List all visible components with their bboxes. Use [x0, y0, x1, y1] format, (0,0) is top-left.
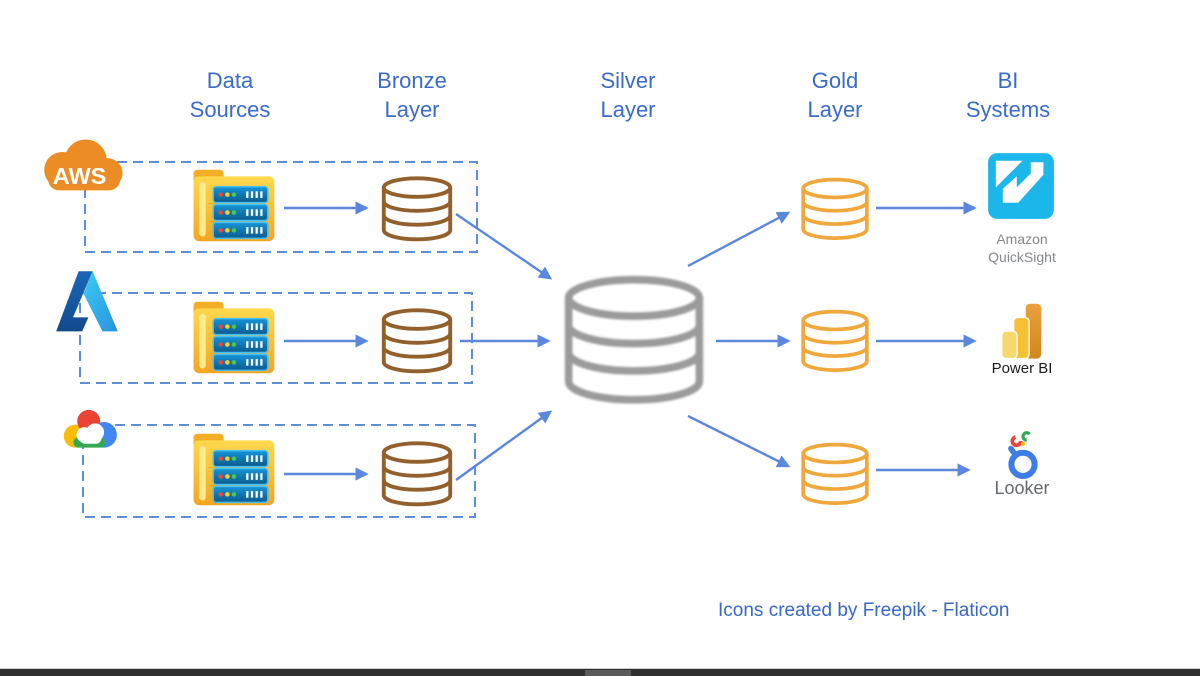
header-line: Systems: [965, 97, 1051, 122]
header-line: Layer: [384, 97, 440, 122]
flow-arrow: [455, 213, 553, 280]
quicksight-label-line2: QuickSight: [988, 249, 1056, 265]
icon-credit-text: Icons created by Freepik - Flaticon: [718, 600, 1010, 621]
bronze-database-icon: [378, 308, 456, 376]
folder-server-icon: [186, 165, 280, 245]
header-bronze-layer: Bronze Layer: [327, 66, 497, 124]
powerbi-icon: [1000, 302, 1048, 362]
powerbi-label: Power BI: [962, 360, 1082, 378]
bronze-database-icon: [378, 441, 456, 509]
azure-icon: [52, 266, 122, 338]
silver-database-icon: [558, 274, 710, 410]
looker-icon: [1000, 430, 1046, 482]
header-line: Gold: [811, 68, 859, 93]
header-line: Layer: [807, 97, 863, 122]
bottom-window-bar: [0, 668, 1200, 676]
quicksight-icon: [986, 151, 1056, 221]
header-line: Layer: [600, 97, 656, 122]
header-line: BI: [997, 68, 1019, 93]
gold-database-icon: [798, 309, 872, 375]
looker-label: Looker: [962, 479, 1082, 497]
folder-server-icon: [186, 429, 280, 509]
flow-arrow: [455, 410, 553, 481]
quicksight-label-line1: Amazon: [996, 231, 1048, 247]
aws-cloud-icon: AWS: [34, 136, 128, 204]
header-bi-systems: BI Systems: [923, 66, 1093, 124]
quicksight-label: Amazon QuickSight: [956, 230, 1088, 266]
header-gold-layer: Gold Layer: [750, 66, 920, 124]
header-line: Silver: [600, 68, 656, 93]
gold-database-icon: [798, 177, 872, 243]
header-line: Bronze: [377, 68, 447, 93]
folder-server-icon: [186, 297, 280, 377]
powerbi-label-text: Power BI: [991, 360, 1053, 377]
aws-cloud-label: AWS: [53, 163, 107, 189]
google-cloud-icon: [58, 403, 122, 459]
header-line: Data: [206, 68, 254, 93]
header-data-sources: Data Sources: [145, 66, 315, 124]
bronze-database-icon: [378, 176, 456, 244]
bottom-bar-segment: [585, 670, 631, 676]
flow-arrow: [687, 414, 791, 468]
looker-label-text: Looker: [994, 478, 1050, 498]
flow-arrow: [687, 211, 791, 268]
gold-database-icon: [798, 442, 872, 508]
header-line: Sources: [189, 97, 271, 122]
header-silver-layer: Silver Layer: [543, 66, 713, 124]
